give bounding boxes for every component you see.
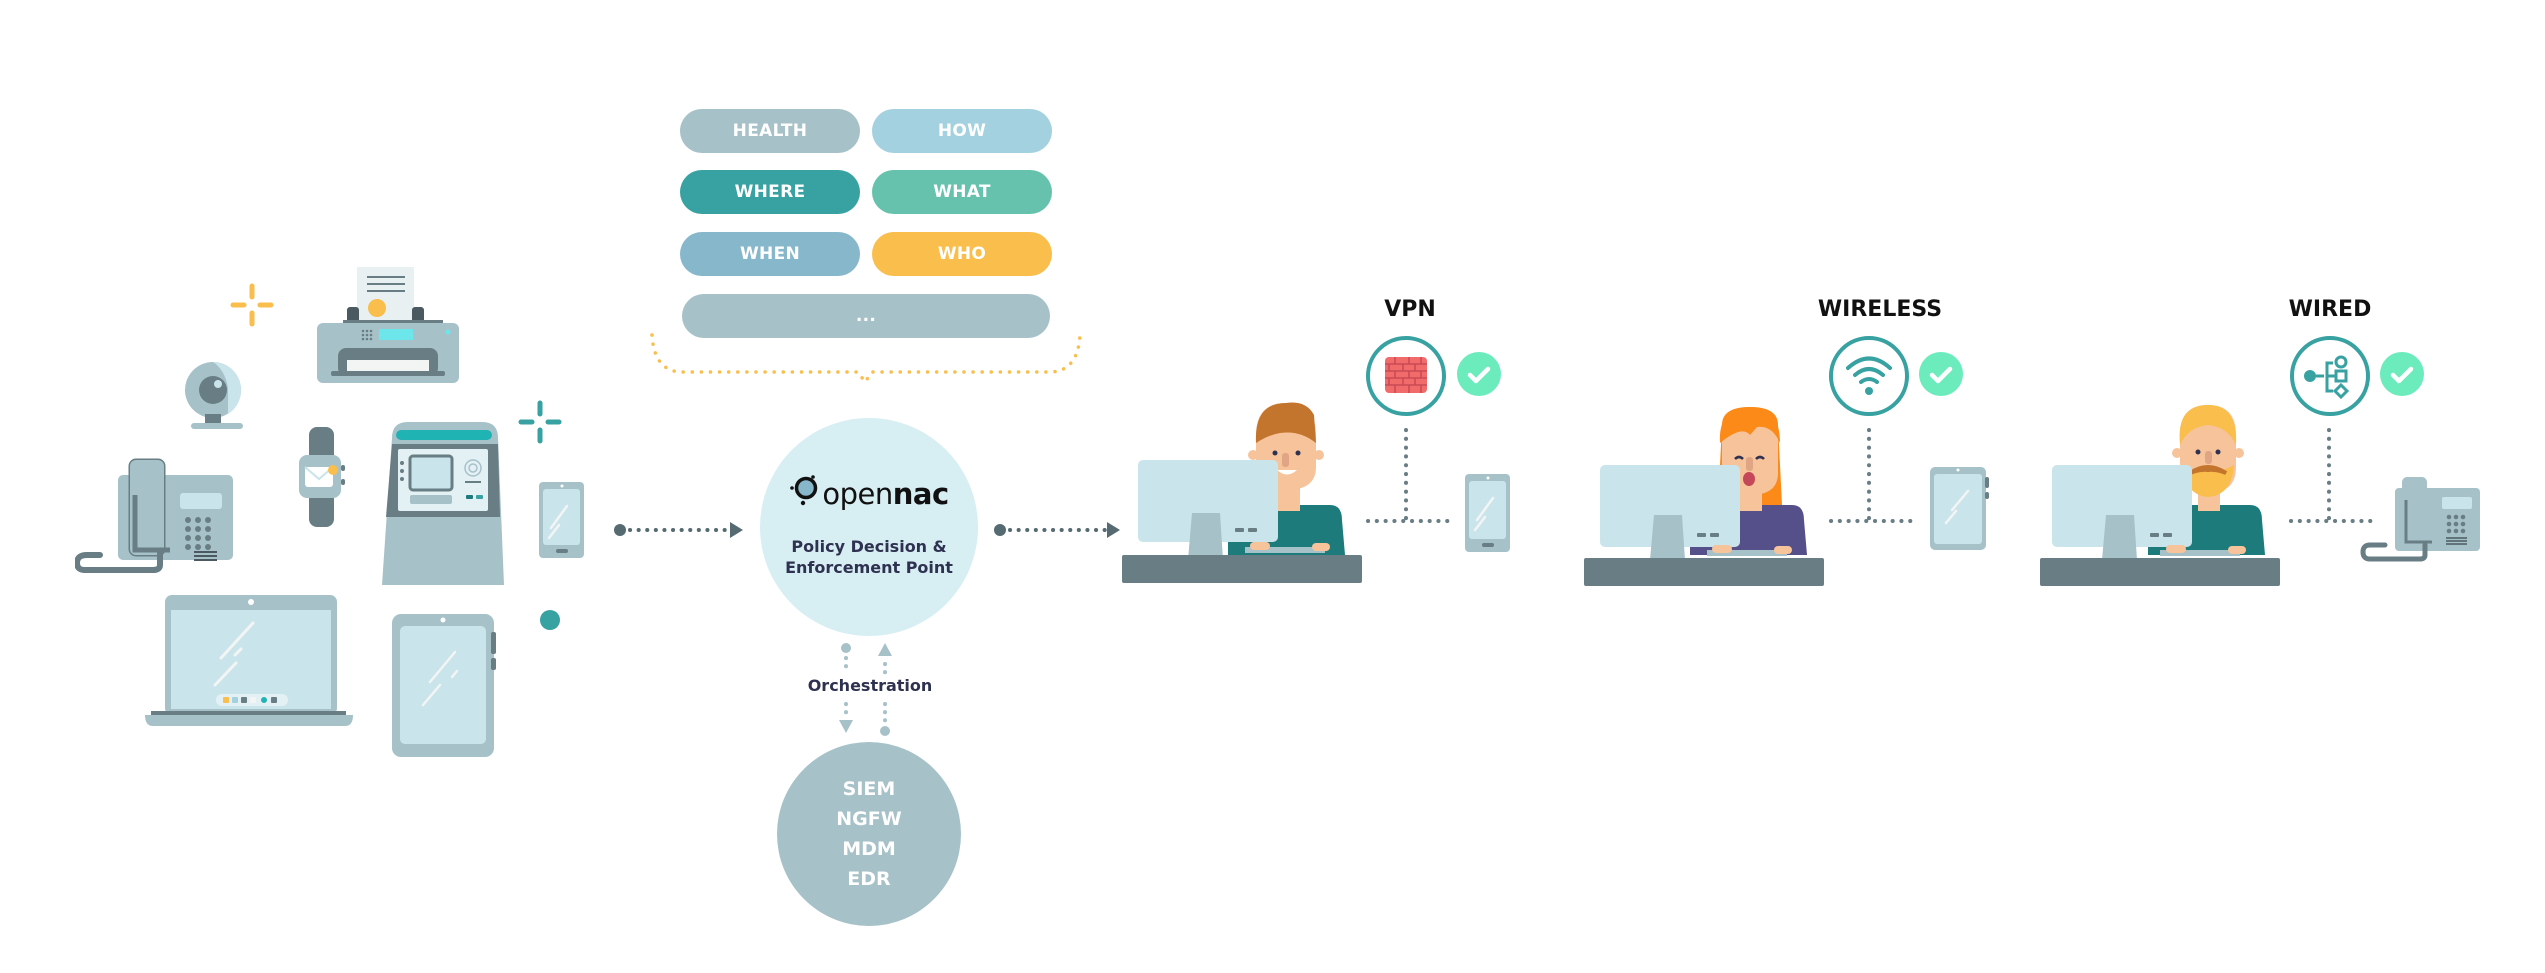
integration-ngfw: NGFW xyxy=(836,808,902,830)
orchestration-arrows xyxy=(839,643,892,736)
decorative-dot xyxy=(540,610,560,630)
pdp-title-line2: Enforcement Point xyxy=(785,558,953,577)
wifi-icon xyxy=(1829,336,1909,416)
attributes-brace xyxy=(650,333,1082,386)
firewall-icon xyxy=(1366,336,1446,416)
attribute-label: WHAT xyxy=(933,182,991,202)
tablet-icon xyxy=(392,614,496,757)
devices-to-core-arrow xyxy=(614,522,743,538)
sparkle-icon xyxy=(230,283,274,327)
logo-suffix: nac xyxy=(892,477,949,511)
laptop-icon xyxy=(145,595,353,726)
printer-icon xyxy=(317,267,459,383)
attribute-label: WHERE xyxy=(734,182,806,202)
wired-user-workstation xyxy=(2040,405,2280,586)
vpn-smartphone-icon xyxy=(1465,474,1510,552)
attribute-pill-when: WHEN xyxy=(680,232,860,276)
check-icon xyxy=(1919,352,1963,396)
attribute-pill-who: WHO xyxy=(872,232,1052,276)
attribute-pill-where: WHERE xyxy=(680,170,860,214)
attribute-label: HOW xyxy=(937,121,987,141)
wireless-tablet-icon xyxy=(1930,467,1989,550)
desk-phone-icon xyxy=(75,458,233,573)
logo-prefix: open xyxy=(822,477,893,511)
wired-desk-phone-icon xyxy=(2360,477,2480,562)
integrations-circle: SIEM NGFW MDM EDR xyxy=(777,742,961,926)
policy-decision-point: opennac Policy Decision & Enforcement Po… xyxy=(760,418,978,636)
attribute-label: ... xyxy=(855,306,877,326)
wired-connection-line xyxy=(2289,428,2380,523)
integration-mdm: MDM xyxy=(842,838,896,860)
integration-edr: EDR xyxy=(847,868,891,890)
check-icon xyxy=(2380,352,2424,396)
attribute-label: WHEN xyxy=(739,244,801,264)
network-tree-icon xyxy=(2290,336,2370,416)
kiosk-icon xyxy=(382,422,504,585)
attribute-pill-how: HOW xyxy=(872,109,1052,153)
attribute-label: WHO xyxy=(937,244,987,264)
webcam-icon xyxy=(185,362,243,429)
access-method-title-wireless: WIRELESS xyxy=(1817,297,1943,322)
vpn-user-workstation xyxy=(1122,402,1362,583)
attribute-pill-health: HEALTH xyxy=(680,109,860,153)
smartwatch-icon xyxy=(299,427,345,527)
vpn-connection-line xyxy=(1366,428,1457,523)
access-method-title-wired: WIRED xyxy=(2288,297,2372,322)
integration-siem: SIEM xyxy=(842,778,896,800)
opennac-logo: opennac xyxy=(760,474,978,515)
attribute-pill-what: WHAT xyxy=(872,170,1052,214)
attribute-label: HEALTH xyxy=(732,121,808,141)
pdp-title-line1: Policy Decision & xyxy=(791,537,947,556)
wireless-user-workstation xyxy=(1584,407,1824,586)
attribute-pill-more: ... xyxy=(682,294,1050,338)
smartphone-icon xyxy=(539,482,584,558)
sparkle-icon xyxy=(518,400,562,444)
access-method-title-vpn: VPN xyxy=(1384,297,1436,322)
check-icon xyxy=(1457,352,1501,396)
wireless-connection-line xyxy=(1829,428,1920,523)
opennac-logo-icon xyxy=(789,474,819,515)
orchestration-label: Orchestration xyxy=(807,676,933,695)
core-to-users-arrow xyxy=(994,522,1120,538)
